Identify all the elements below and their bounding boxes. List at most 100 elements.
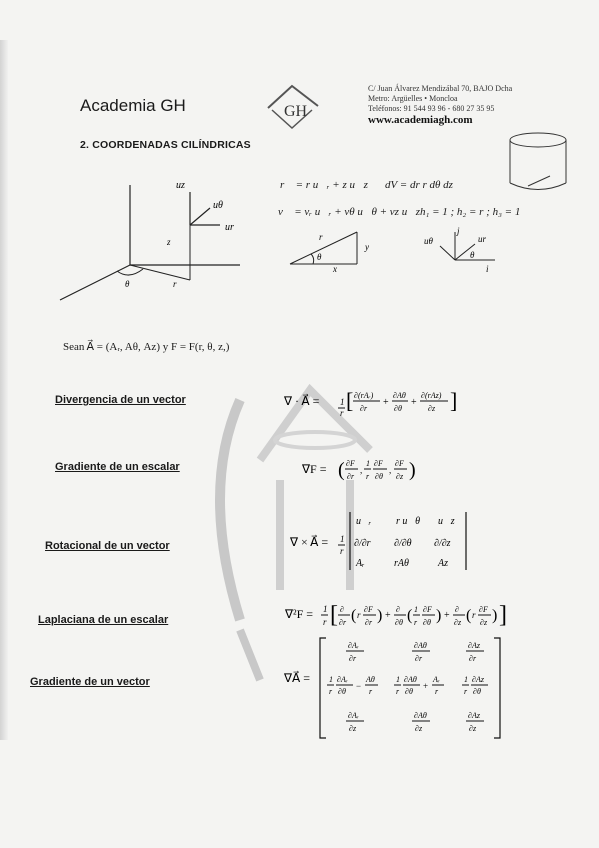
- div-lhs: ∇ · A⃗ =: [283, 393, 320, 408]
- contact-metro: Metro: Argüelles • Moncloa: [368, 94, 458, 103]
- svg-text:): ): [377, 607, 382, 624]
- vector-definition: Sean A⃗ = (Aᵣ, Aθ, Az) y F = F(r, θ, z,): [63, 341, 230, 353]
- label-u-theta: uθ: [424, 236, 434, 246]
- svg-text:∂z: ∂z: [480, 618, 488, 627]
- svg-text:1: 1: [414, 605, 418, 614]
- label-theta2: θ: [470, 250, 475, 260]
- tri-label-x: x: [332, 264, 337, 274]
- svg-text:]: ]: [450, 388, 457, 413]
- lap-lhs: ∇²F =: [284, 607, 313, 621]
- svg-text:): ): [409, 459, 416, 481]
- svg-text:∂F: ∂F: [364, 605, 373, 614]
- svg-text:∂Az: ∂Az: [468, 711, 481, 720]
- svg-text:∂r: ∂r: [360, 404, 368, 413]
- svg-text:u⃗z: u⃗z: [438, 516, 455, 527]
- logo-text: GH: [284, 103, 308, 120]
- svg-text:∂z: ∂z: [415, 724, 423, 733]
- label-z: z: [166, 237, 171, 247]
- svg-text:∂Az: ∂Az: [468, 641, 481, 650]
- svg-text:(: (: [466, 607, 471, 624]
- svg-text:∂r: ∂r: [349, 654, 357, 663]
- svg-text:∂r: ∂r: [365, 618, 373, 627]
- gradv-lhs: ∇A⃗ =: [283, 670, 310, 685]
- svg-text:∂/∂θ: ∂/∂θ: [394, 538, 412, 549]
- grad-lhs: ∇F =: [301, 462, 327, 476]
- tri-label-theta: θ: [317, 252, 322, 262]
- svg-text:∂F: ∂F: [423, 605, 432, 614]
- svg-text:1: 1: [340, 534, 345, 544]
- svg-text:,: ,: [360, 465, 362, 475]
- label-utheta: uθ: [213, 200, 223, 211]
- svg-text:∂z: ∂z: [428, 404, 436, 413]
- svg-text:∂θ: ∂θ: [395, 618, 403, 627]
- svg-text:Aθ: Aθ: [365, 675, 375, 684]
- svg-text:]: ]: [499, 602, 507, 628]
- label-theta: θ: [125, 279, 130, 289]
- tri-label-r: r: [319, 232, 323, 242]
- svg-text:): ): [436, 607, 441, 624]
- svg-text:r: r: [340, 546, 344, 556]
- svg-text:1: 1: [366, 459, 370, 468]
- svg-text:1: 1: [464, 675, 468, 684]
- svg-text:∂r: ∂r: [469, 654, 477, 663]
- svg-text:r: r: [369, 687, 373, 696]
- triangle-diagram: r θ x y: [289, 231, 369, 274]
- volume-element: dV = dr r dθ dz: [385, 179, 453, 191]
- svg-text:Aᵣ: Aᵣ: [355, 558, 365, 569]
- svg-text:r: r: [396, 687, 400, 696]
- brand-name: Academia GH: [80, 96, 186, 115]
- svg-text:∂θ: ∂θ: [473, 687, 481, 696]
- svg-text:∂F: ∂F: [395, 459, 404, 468]
- svg-text:∂F: ∂F: [374, 459, 383, 468]
- svg-text:∂Aθ: ∂Aθ: [414, 711, 427, 720]
- svg-text:∂θ: ∂θ: [423, 618, 431, 627]
- scale-factors: h₁ = 1 ; h₂ = r ; h₃ = 1: [420, 206, 521, 218]
- svg-text:r: r: [323, 617, 327, 627]
- svg-text:∂Aθ: ∂Aθ: [414, 641, 427, 650]
- svg-text:∂θ: ∂θ: [405, 687, 413, 696]
- svg-text:r: r: [366, 472, 370, 481]
- label-ur: ur: [225, 222, 234, 233]
- svg-text:[: [: [346, 388, 353, 413]
- contact-address: C/ Juan Álvarez Mendizábal 70, BAJO Dcha: [368, 84, 513, 93]
- watermark-logo: [215, 383, 373, 682]
- svg-text:∂θ: ∂θ: [394, 404, 402, 413]
- position-vector: r⃗ = r u⃗ᵣ + z u⃗z: [280, 179, 368, 191]
- scan-edge: [0, 40, 8, 740]
- svg-text:r u⃗θ: r u⃗θ: [396, 516, 420, 527]
- svg-text:∂z: ∂z: [349, 724, 357, 733]
- svg-text:1: 1: [323, 604, 328, 614]
- website-link[interactable]: www.academiagh.com: [368, 114, 473, 126]
- svg-text:∂r: ∂r: [347, 472, 355, 481]
- svg-text:∂θ: ∂θ: [375, 472, 383, 481]
- svg-text:∂/∂z: ∂/∂z: [434, 538, 451, 549]
- gradient-vector-formula: ∇A⃗ = ∂Aᵣ ∂r ∂Aθ ∂r ∂Az ∂r 1 r ∂Aᵣ ∂θ − …: [283, 637, 501, 739]
- svg-text:r: r: [357, 610, 361, 620]
- svg-text:∂: ∂: [340, 605, 344, 614]
- svg-text:): ): [492, 607, 497, 624]
- svg-text:u⃗ᵣ: u⃗ᵣ: [356, 516, 372, 527]
- svg-text:∂F: ∂F: [346, 459, 355, 468]
- svg-text:−: −: [356, 681, 361, 691]
- svg-text:∂Aθ: ∂Aθ: [404, 675, 417, 684]
- svg-text:∂z: ∂z: [396, 472, 404, 481]
- svg-text:∂F: ∂F: [479, 605, 488, 614]
- label-r: r: [173, 279, 177, 289]
- svg-text:+: +: [411, 397, 417, 408]
- gradient-scalar-formula: ∇F = ( ∂F ∂r , 1 r ∂F ∂θ , ∂F ∂z ): [301, 459, 416, 481]
- svg-text:1: 1: [340, 397, 345, 407]
- svg-text:+: +: [385, 610, 391, 621]
- svg-text:∂: ∂: [396, 605, 400, 614]
- svg-text:rAθ: rAθ: [394, 558, 409, 569]
- svg-text:,: ,: [389, 465, 391, 475]
- svg-text:r: r: [472, 610, 476, 620]
- logo-icon: GH: [267, 84, 319, 130]
- cylinder-icon: [509, 132, 567, 190]
- svg-text:+: +: [444, 610, 450, 621]
- svg-text:∂z: ∂z: [469, 724, 477, 733]
- label-gradient-scalar: Gradiente de un escalar: [55, 461, 180, 473]
- curl-formula: ∇ × A⃗ = 1 r u⃗ᵣ r u⃗θ u⃗z ∂/∂r ∂/∂θ ∂/∂…: [289, 512, 467, 570]
- svg-text:r: r: [329, 687, 333, 696]
- svg-text:∂r: ∂r: [415, 654, 423, 663]
- svg-text:r: r: [340, 408, 344, 418]
